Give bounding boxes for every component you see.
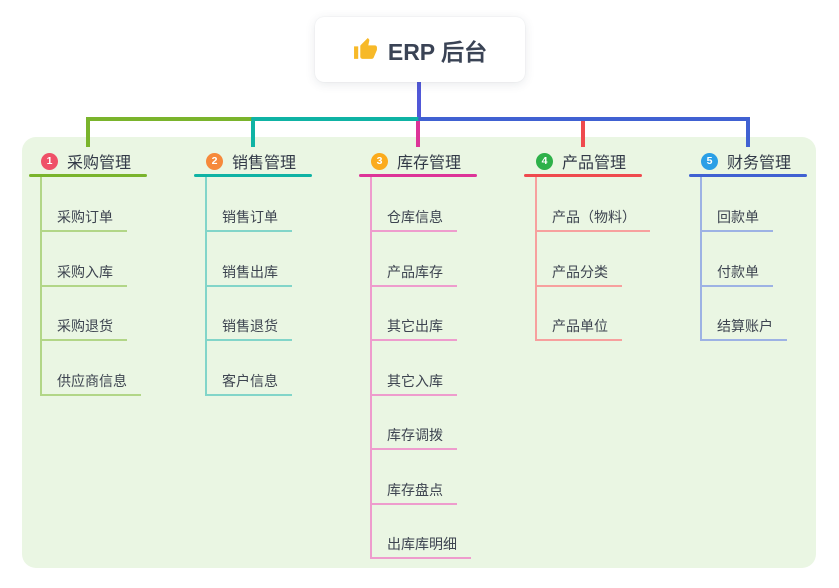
child-underline [40, 230, 127, 232]
root-connector [417, 82, 421, 120]
child-underline [535, 230, 650, 232]
branch-node-2[interactable]: 2 销售管理 [206, 148, 296, 174]
child-underline [205, 394, 292, 396]
branch-label-text: 销售管理 [232, 155, 297, 172]
child-node[interactable]: 结算账户 [717, 318, 773, 334]
child-node[interactable]: 产品单位 [552, 318, 608, 334]
child-underline [370, 503, 457, 505]
branch-node-5[interactable]: 5 财务管理 [701, 148, 791, 174]
child-node[interactable]: 付款单 [717, 263, 759, 280]
child-underline [40, 394, 141, 396]
child-node[interactable]: 库存盘点 [387, 481, 443, 498]
child-underline [370, 557, 471, 559]
root-node[interactable]: ERP 后台 [315, 17, 525, 82]
branch-number-badge: 2 [206, 152, 223, 170]
child-node[interactable]: 仓库信息 [387, 209, 443, 225]
child-node[interactable]: 其它入库 [387, 372, 443, 389]
thumbs-up-icon [353, 37, 378, 62]
children-trunk-line [370, 177, 372, 559]
branch-underline [359, 174, 477, 177]
branch-number-badge: 1 [41, 152, 58, 170]
branch-underline [689, 174, 807, 177]
child-node[interactable]: 销售出库 [222, 263, 278, 280]
branch-label-text: 采购管理 [67, 155, 132, 172]
child-node[interactable]: 采购订单 [57, 209, 113, 225]
child-node[interactable]: 库存调拨 [387, 427, 443, 443]
child-underline [370, 339, 457, 341]
child-underline [700, 230, 773, 232]
branch-label-text: 财务管理 [727, 155, 792, 172]
branch-underline [194, 174, 312, 177]
child-node[interactable]: 销售订单 [222, 209, 278, 225]
child-node[interactable]: 出库库明细 [387, 536, 457, 552]
child-underline [370, 394, 457, 396]
child-underline [370, 448, 457, 450]
children-trunk-line [700, 177, 702, 341]
branch-underline [29, 174, 147, 177]
child-node[interactable]: 供应商信息 [57, 372, 127, 389]
children-trunk-line [535, 177, 537, 341]
bus-segment-center [251, 117, 420, 121]
child-underline [205, 285, 292, 287]
child-node[interactable]: 采购入库 [57, 263, 113, 280]
child-node[interactable]: 回款单 [717, 209, 759, 225]
child-underline [205, 339, 292, 341]
child-node[interactable]: 产品库存 [387, 263, 443, 280]
branch-node-1[interactable]: 1 采购管理 [41, 148, 131, 174]
branch-node-4[interactable]: 4 产品管理 [536, 148, 626, 174]
child-node[interactable]: 采购退货 [57, 318, 113, 334]
branch-label-text: 库存管理 [397, 155, 462, 172]
bus-segment-left [86, 117, 253, 121]
branch-drop-line [251, 117, 255, 147]
child-node[interactable]: 销售退货 [222, 318, 278, 334]
child-node[interactable]: 其它出库 [387, 318, 443, 334]
child-underline [370, 285, 457, 287]
child-underline [370, 230, 457, 232]
branch-label-text: 产品管理 [562, 155, 627, 172]
child-node[interactable]: 客户信息 [222, 372, 278, 389]
branch-number-badge: 4 [536, 152, 553, 170]
child-node[interactable]: 产品（物料） [552, 209, 636, 225]
branch-drop-line [86, 117, 90, 147]
branch-number-badge: 3 [371, 152, 388, 170]
child-node[interactable]: 产品分类 [552, 263, 608, 280]
branch-node-3[interactable]: 3 库存管理 [371, 148, 461, 174]
child-underline [40, 339, 127, 341]
branch-underline [524, 174, 642, 177]
root-title: ERP 后台 [387, 38, 488, 65]
branches-panel [22, 137, 816, 568]
bus-segment-right [418, 117, 750, 121]
child-underline [700, 339, 787, 341]
branch-drop-line [746, 117, 750, 147]
child-underline [205, 230, 292, 232]
child-underline [700, 285, 773, 287]
child-underline [40, 285, 127, 287]
child-underline [535, 285, 622, 287]
child-underline [535, 339, 622, 341]
branch-drop-line [581, 117, 585, 147]
branch-number-badge: 5 [701, 152, 718, 170]
branch-drop-line [416, 117, 420, 147]
